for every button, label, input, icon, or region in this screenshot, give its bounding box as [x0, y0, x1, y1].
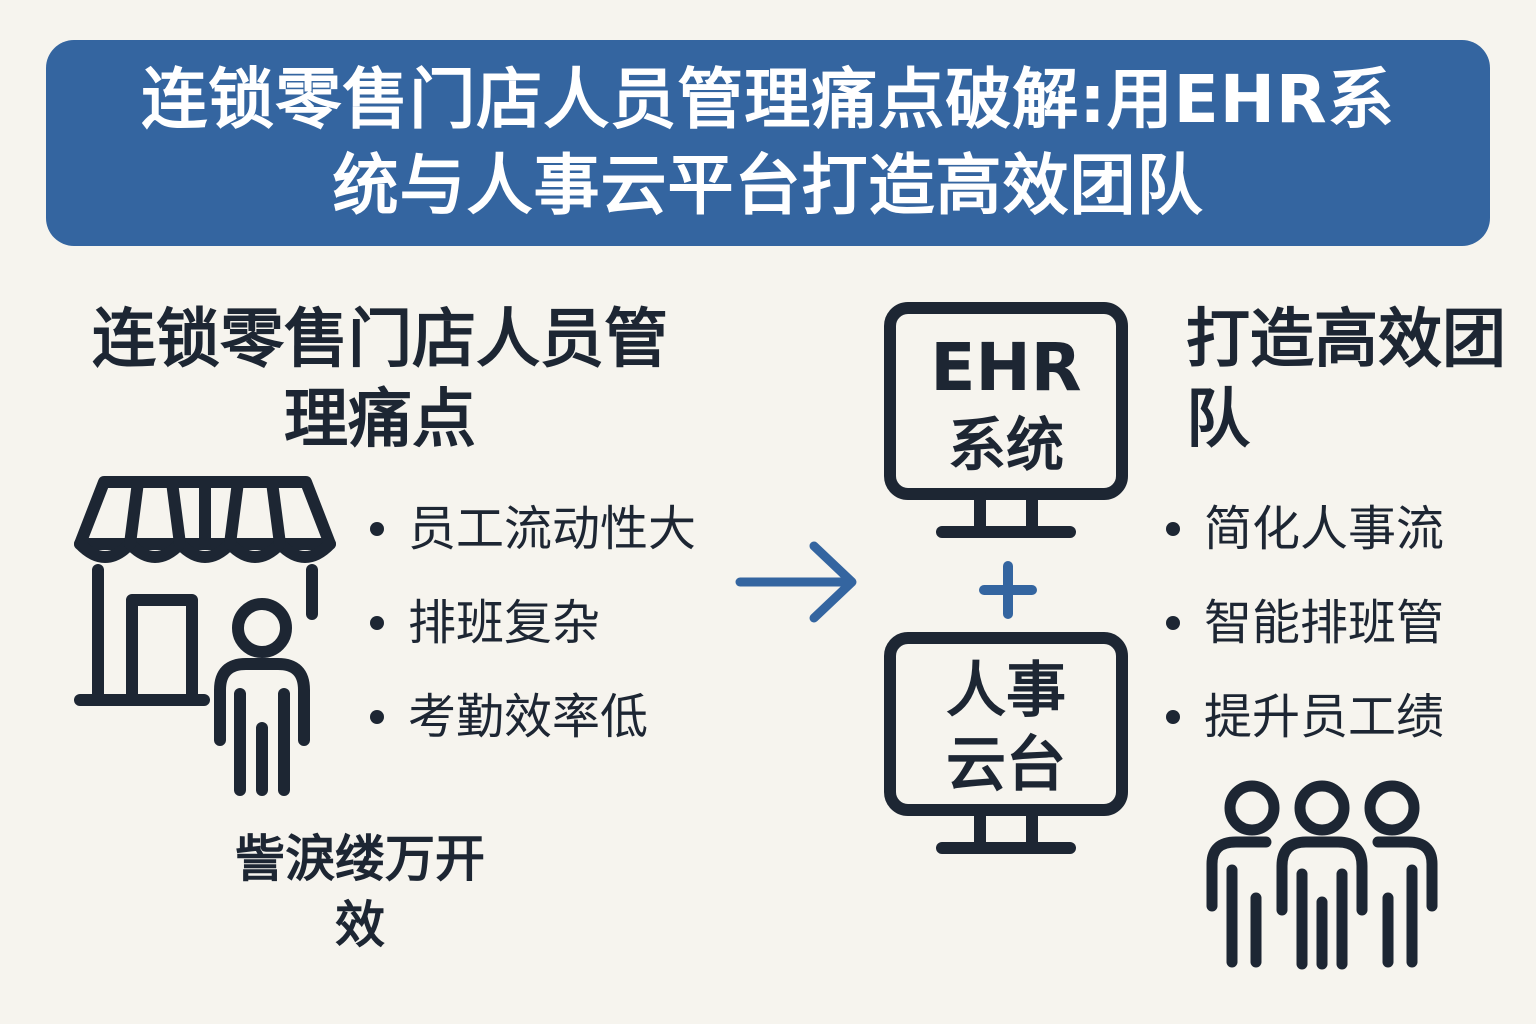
store-sub-label: 訾淚缕万开效 [235, 830, 485, 954]
benefits-list: 简化人事流 智能排班管 提升员工绩 [1166, 482, 1444, 764]
bullet-dot [1166, 616, 1180, 630]
efficient-team-heading: 打造高效团队 [1186, 303, 1506, 457]
ehr-system-label: EHR [930, 329, 1082, 406]
plus-icon [979, 561, 1037, 619]
bullet-dot [370, 710, 384, 724]
monitor-icon [884, 302, 1128, 538]
benefit-text: 智能排班管 [1204, 595, 1445, 651]
arrow-right-icon [735, 541, 857, 623]
storefront-icon [74, 476, 336, 706]
list-item: 考勤效率低 [370, 670, 696, 764]
benefit-text: 简化人事流 [1204, 501, 1445, 557]
pain-point-text: 考勤效率低 [408, 689, 649, 745]
pain-points-heading: 连锁零售门店人员管理痛点 [92, 303, 668, 457]
benefit-text: 提升员工绩 [1204, 689, 1445, 745]
pain-point-text: 员工流动性大 [408, 501, 697, 557]
list-item: 简化人事流 [1166, 482, 1444, 576]
list-item: 排班复杂 [370, 576, 696, 670]
bullet-dot [370, 616, 384, 630]
hr-cloud-label-line2: 云台 [946, 730, 1066, 800]
list-item: 提升员工绩 [1166, 670, 1444, 764]
monitor-icon [884, 632, 1128, 854]
bullet-dot [370, 522, 384, 536]
hr-cloud-label: 人事 [946, 656, 1066, 726]
page-title: 连锁零售门店人员管理痛点破解:用EHR系统与人事云平台打造高效团队 [141, 61, 1395, 224]
list-item: 智能排班管 [1166, 576, 1444, 670]
bullet-dot [1166, 522, 1180, 536]
person-icon [214, 598, 310, 796]
team-icon [1206, 780, 1438, 970]
pain-point-text: 排班复杂 [408, 595, 601, 651]
ehr-system-label-line2: 系统 [947, 411, 1064, 479]
title-banner: 连锁零售门店人员管理痛点破解:用EHR系统与人事云平台打造高效团队 [46, 40, 1490, 246]
bullet-dot [1166, 710, 1180, 724]
pain-points-list: 员工流动性大 排班复杂 考勤效率低 [370, 482, 696, 764]
list-item: 员工流动性大 [370, 482, 696, 576]
